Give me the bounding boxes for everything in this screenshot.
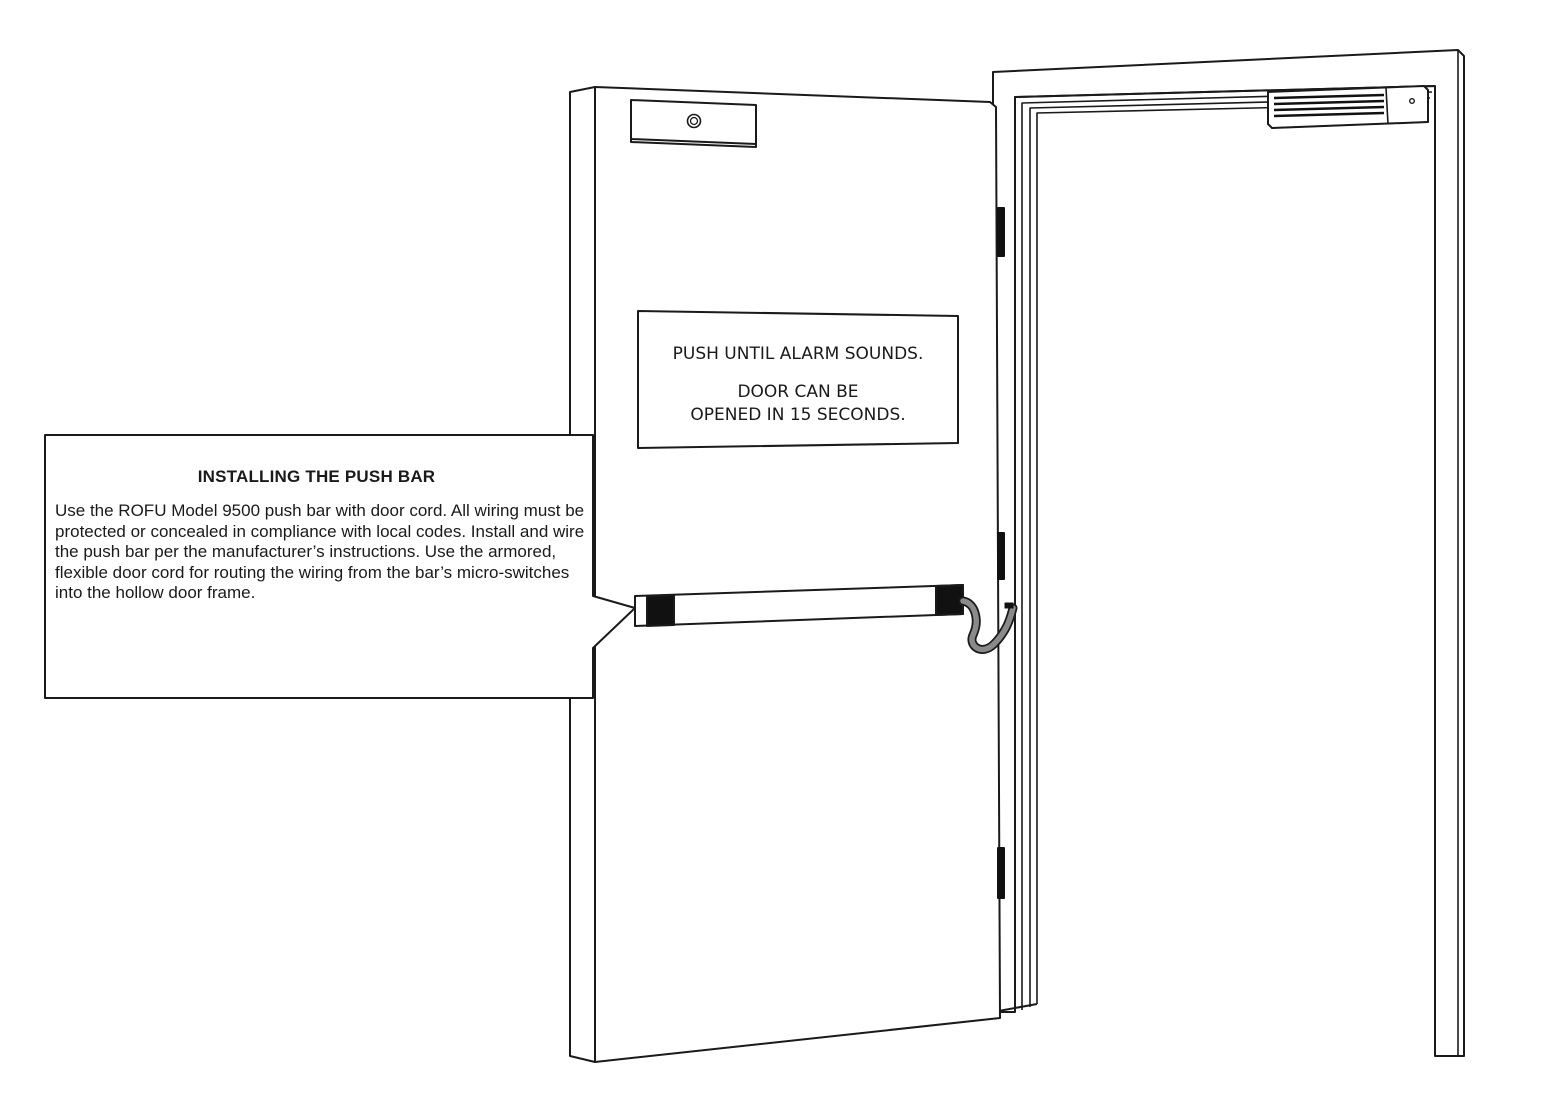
maglock-stripe-1 [1273, 93, 1385, 100]
door-leaf [569, 86, 1001, 1063]
sign-line-1: PUSH UNTIL ALARM SOUNDS. [673, 344, 924, 364]
door-cord-frame-connector [1004, 602, 1014, 609]
callout-frame [44, 434, 636, 699]
door-cord-core [960, 598, 1016, 653]
hinge-top [997, 207, 1005, 257]
maglock-stripe-4 [1273, 111, 1385, 118]
push-bar [634, 584, 964, 627]
maglock-divider [1385, 87, 1389, 125]
callout-title: INSTALLING THE PUSH BAR [197, 467, 436, 486]
callout-body: Use the ROFU Model 9500 push bar with do… [55, 501, 585, 602]
sign-line-2: DOOR CAN BE [737, 382, 858, 402]
door-face [594, 86, 1001, 1063]
maglock-indicator-icon [1408, 97, 1415, 104]
push-bar-cap-right [935, 584, 964, 616]
hinge-middle [997, 532, 1005, 580]
frame-stop-outer [1014, 85, 1436, 1012]
armored-door-cord [958, 596, 1018, 654]
frame-stop-inner [1029, 97, 1431, 1007]
sign-plate [637, 310, 959, 449]
frame-stop-mid [1021, 91, 1433, 1010]
frame-outer [992, 49, 1465, 1057]
maglock-bottom-edge [1271, 121, 1429, 129]
maglock-stripe-2 [1273, 99, 1385, 106]
armature-bolt-inner-icon [689, 116, 699, 126]
warning-sign: PUSH UNTIL ALARM SOUNDS. DOOR CAN BE OPE… [637, 310, 959, 449]
hinge-bottom [997, 847, 1005, 899]
door-frame [992, 49, 1465, 1057]
maglock-stripe-3 [1273, 105, 1385, 112]
armature-plate [630, 99, 757, 148]
electromagnetic-lock [1267, 85, 1429, 129]
callout-content: INSTALLING THE PUSH BAR Use the ROFU Mod… [45, 435, 588, 693]
frame-rebate [1036, 103, 1429, 1004]
sign-line-3: OPENED IN 15 SECONDS. [690, 405, 905, 425]
armature-lip [630, 139, 757, 148]
door-top-bevel [989, 101, 997, 108]
hinges [997, 207, 1005, 899]
push-bar-cap-left [646, 594, 675, 627]
